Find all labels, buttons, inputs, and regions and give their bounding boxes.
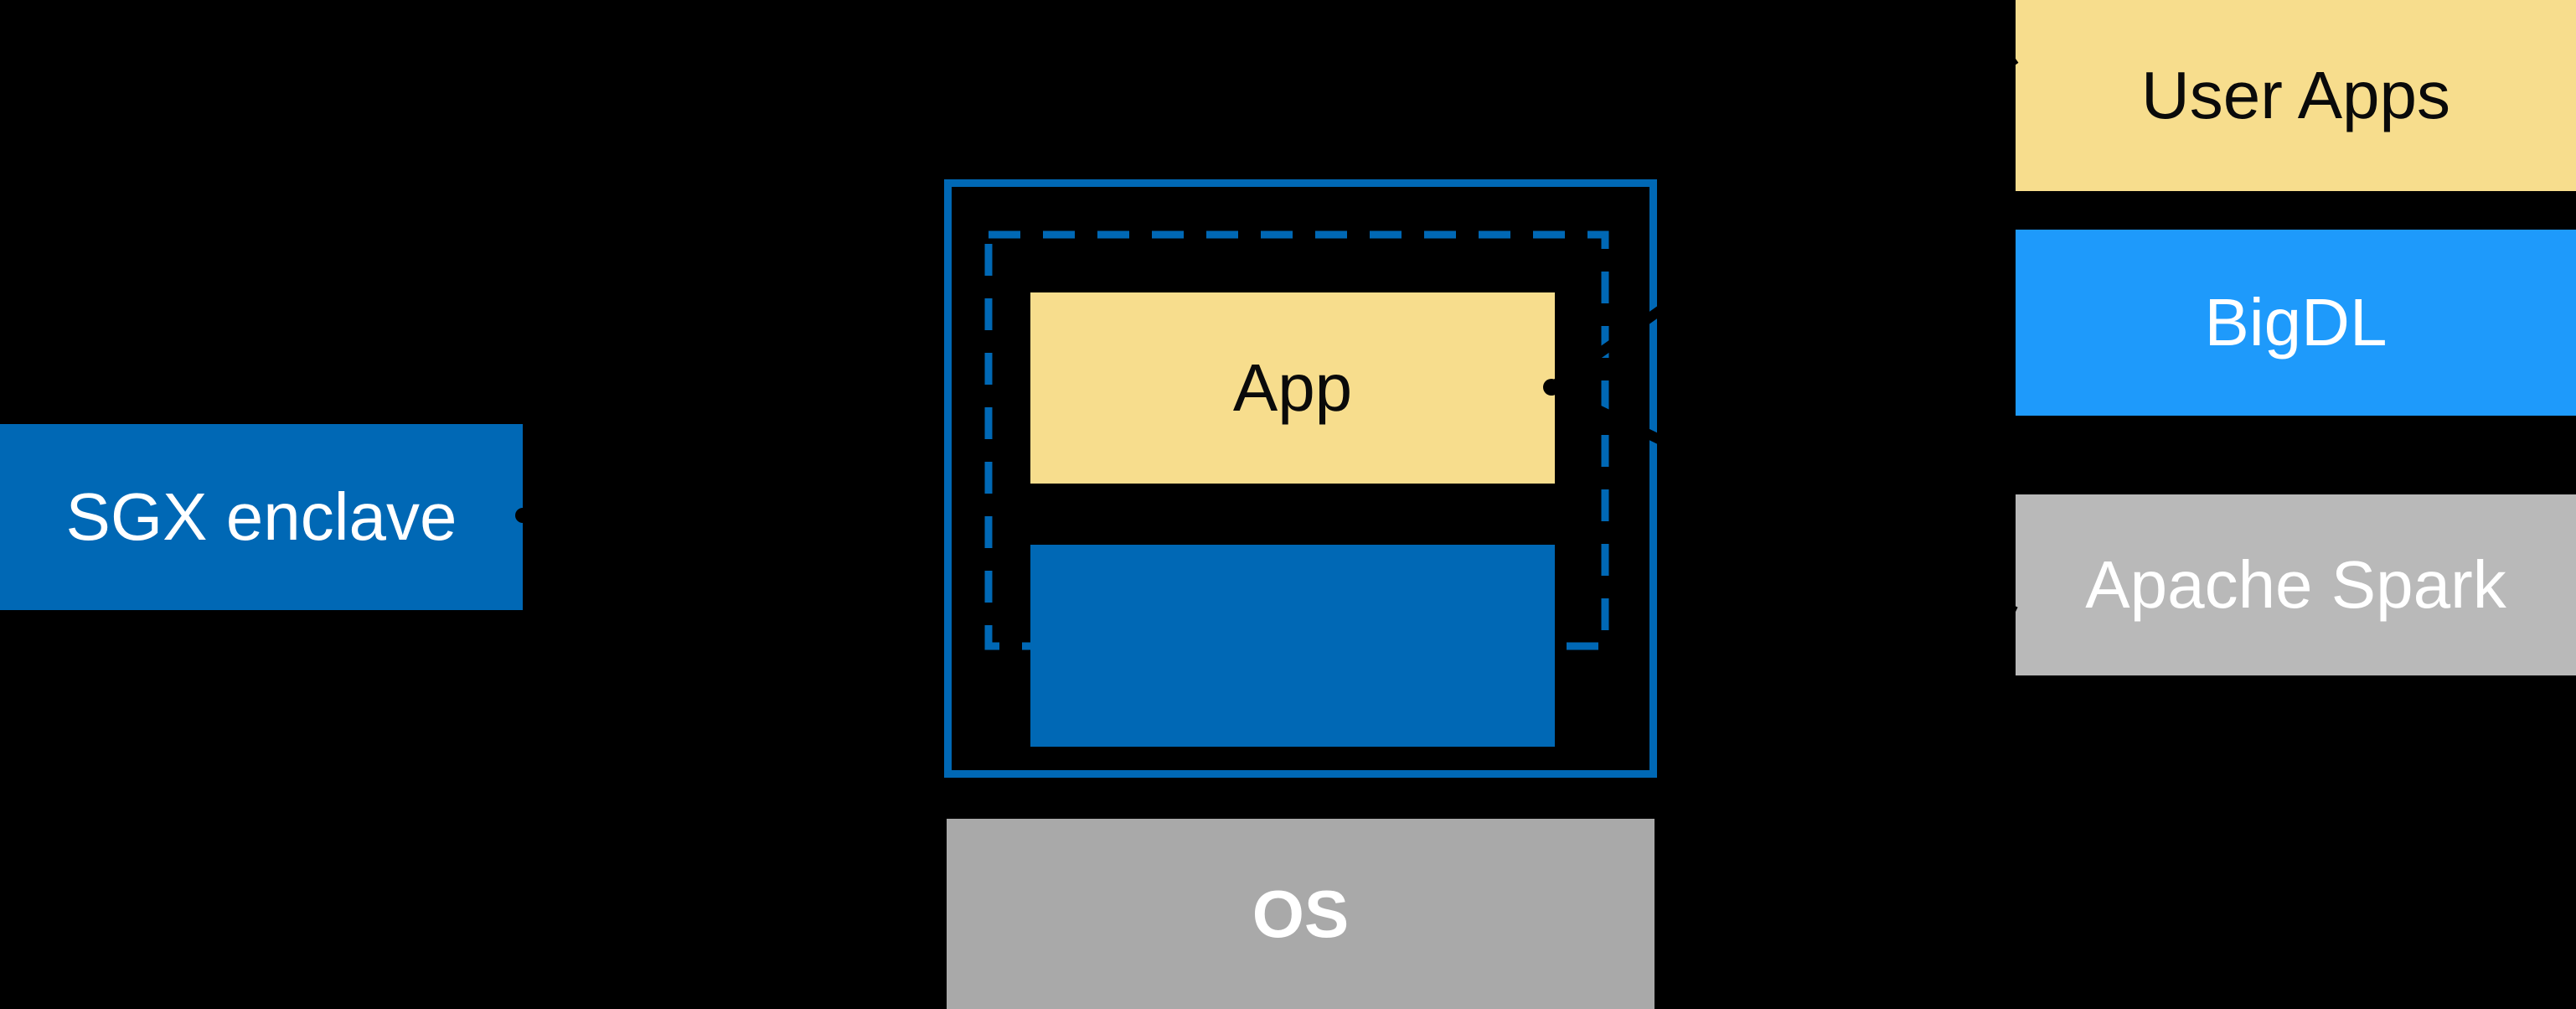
sgx-enclave-label: SGX enclave [65,479,457,554]
apache-spark-label: Apache Spark [2085,547,2506,622]
user-apps-box: User Apps [2016,0,2576,191]
user-apps-label: User Apps [2140,58,2451,132]
bigdl-box: BigDL [2016,230,2576,416]
os-box: OS [947,819,1655,1009]
sgx-enclave-box: SGX enclave [0,424,523,610]
libos-box: LibOS [1030,545,1555,747]
apache-spark-box: Apache Spark [2016,494,2576,675]
app-label: App [1232,350,1353,425]
libos-label: LibOS [1199,608,1386,683]
os-label: OS [1252,876,1350,951]
bigdl-label: BigDL [2204,285,2388,360]
app-box: App [1030,292,1555,484]
